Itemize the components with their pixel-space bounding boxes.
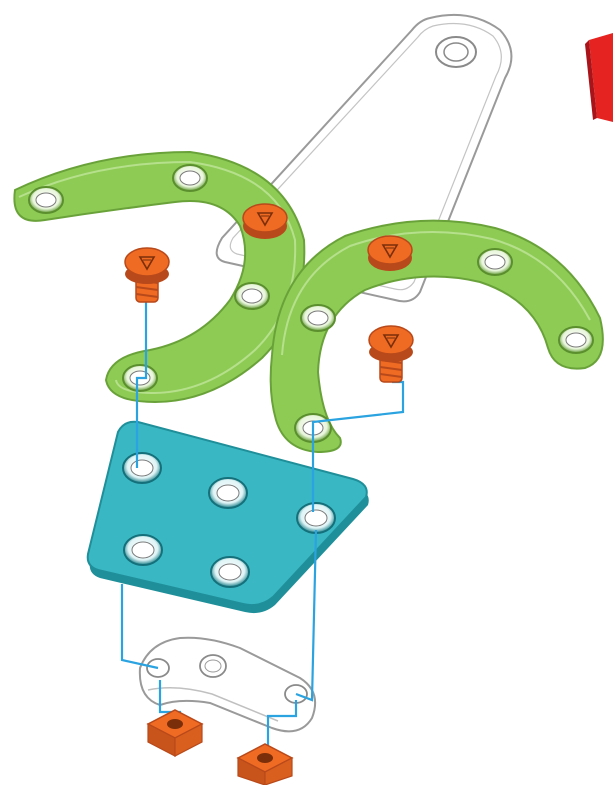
green-hole xyxy=(301,305,335,331)
green-curved-strip-right xyxy=(271,221,603,452)
teal-hole xyxy=(297,503,335,533)
green-hole xyxy=(478,249,512,275)
teal-hole xyxy=(211,557,249,587)
teal-hole xyxy=(124,535,162,565)
green-hole xyxy=(29,187,63,213)
arm-hole xyxy=(436,37,476,67)
teal-hole xyxy=(209,478,247,508)
orange-square-nut-left xyxy=(148,710,202,756)
orange-screw-loose-right xyxy=(369,326,413,382)
orange-screw-loose-left xyxy=(125,248,169,302)
orange-square-nut-right xyxy=(238,744,292,785)
green-hole xyxy=(235,283,269,309)
orange-screw-top-left xyxy=(243,204,287,239)
red-arrow-icon xyxy=(585,33,613,122)
orange-screw-top-right xyxy=(368,236,412,271)
bracket-hole xyxy=(200,655,226,677)
green-hole xyxy=(559,327,593,353)
green-hole xyxy=(173,165,207,191)
teal-hole xyxy=(123,453,161,483)
